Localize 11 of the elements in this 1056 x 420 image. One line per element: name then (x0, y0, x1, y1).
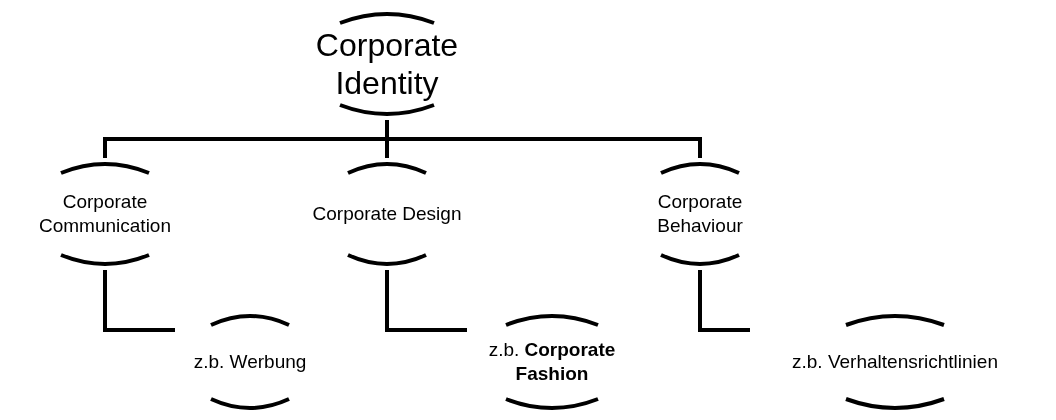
node-label: Corporate Communication (38, 190, 172, 238)
node-label: z.b. Werbung (193, 350, 307, 374)
connector-line (698, 270, 750, 332)
node-label: Corporate Behaviour (656, 190, 744, 238)
connector-line (385, 120, 702, 158)
node-label: Corporate Identity (314, 26, 460, 102)
connector-line (385, 270, 467, 332)
connector-line (103, 270, 175, 332)
node-label: Corporate Design (312, 202, 462, 226)
node-label: z.b. Corporate Fashion (487, 338, 617, 386)
node-label: z.b. Verhaltensrichtlinien (792, 350, 998, 374)
